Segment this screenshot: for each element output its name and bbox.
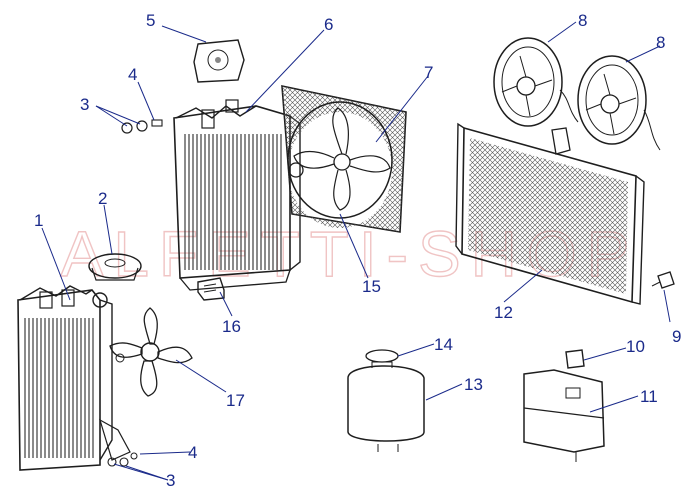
radiator-lower-left <box>17 285 138 471</box>
callout-16: 16 <box>222 317 241 336</box>
callout-6: 6 <box>324 15 333 34</box>
fan-shroud <box>281 84 407 233</box>
expansion-tank <box>347 349 425 452</box>
radiator-cap <box>88 253 142 281</box>
callout-14: 14 <box>434 335 453 354</box>
expansion-tank-right <box>523 349 605 462</box>
callout-9: 9 <box>672 327 681 346</box>
callout-4-top: 4 <box>128 65 137 84</box>
callout-3-top: 3 <box>80 95 89 114</box>
callout-2: 2 <box>98 189 107 208</box>
fan-blades-lower <box>109 307 193 397</box>
bracket <box>197 277 225 301</box>
callout-numbers: 1 2 3 3 4 4 5 6 7 8 8 9 10 11 12 13 14 1… <box>34 11 681 490</box>
callout-17: 17 <box>226 391 245 410</box>
electric-fan-right <box>577 55 661 151</box>
callout-4-bottom: 4 <box>188 443 197 462</box>
temperature-sensor <box>651 271 675 289</box>
callout-8-left: 8 <box>578 11 587 30</box>
callout-8-right: 8 <box>656 33 665 52</box>
callout-11: 11 <box>640 387 658 406</box>
callout-1: 1 <box>34 211 43 230</box>
callout-3-bottom: 3 <box>166 471 175 490</box>
callout-7: 7 <box>424 63 433 82</box>
leader-lines <box>41 21 671 481</box>
filler-cap-top <box>193 39 245 83</box>
callout-12: 12 <box>494 303 513 322</box>
electric-fan-left <box>493 37 579 127</box>
callout-5: 5 <box>146 11 155 30</box>
callout-10: 10 <box>626 337 645 356</box>
callout-15: 15 <box>362 277 381 296</box>
screws-top <box>121 119 163 134</box>
callout-13: 13 <box>464 375 483 394</box>
condenser <box>455 122 645 305</box>
